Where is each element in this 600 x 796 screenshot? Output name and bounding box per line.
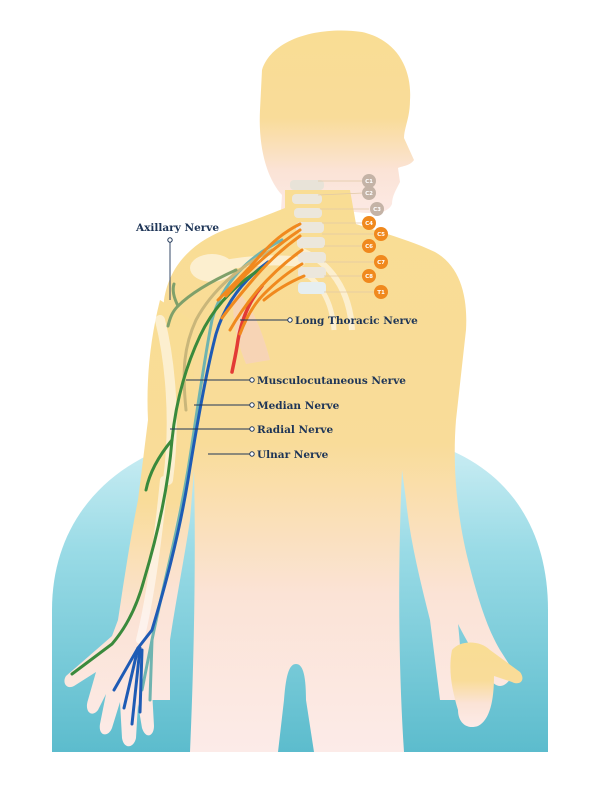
root-badge-c5: C5: [374, 227, 388, 241]
root-label-c3: C3: [373, 207, 381, 213]
long-thoracic-nerve: [230, 284, 264, 374]
label-axillary-nerve: Axillary Nerve: [135, 222, 219, 234]
root-label-c8: C8: [365, 274, 373, 280]
callout-lines: [169, 242, 288, 455]
root-badge-c1: C1: [362, 174, 376, 188]
radial-nerve: [70, 266, 264, 676]
axillary-nerve: [166, 268, 238, 328]
label-radial-nerve: Radial Nerve: [257, 424, 333, 436]
root-label-c7: C7: [377, 260, 385, 266]
root-badge-c8: C8: [362, 269, 376, 283]
root-label-c6: C6: [365, 244, 373, 250]
root-badge-c3: C3: [370, 202, 384, 216]
label-musculocutaneous-nerve: Musculocutaneous Nerve: [257, 375, 406, 387]
root-label-c1: C1: [365, 179, 373, 185]
root-badge-t1: T1: [374, 285, 388, 299]
spinal-root-badges: C1 C2 C3 C4 C5 C6 C7 C8: [362, 174, 388, 299]
label-median-nerve: Median Nerve: [257, 400, 340, 412]
body-silhouette: [64, 30, 523, 752]
label-ulnar-nerve: Ulnar Nerve: [257, 449, 329, 461]
root-label-t1: T1: [377, 290, 385, 296]
brachial-plexus-roots: [216, 222, 306, 336]
callout-dots: [167, 237, 293, 457]
root-badge-c7: C7: [374, 255, 388, 269]
root-label-c4: C4: [365, 221, 373, 227]
root-badge-c4: C4: [362, 216, 376, 230]
root-label-c2: C2: [365, 191, 373, 197]
cervical-spine: [290, 180, 326, 294]
root-badge-c2: C2: [362, 186, 376, 200]
median-nerve: [112, 260, 270, 726]
label-long-thoracic-nerve: Long Thoracic Nerve: [295, 315, 418, 327]
root-badge-c6: C6: [362, 239, 376, 253]
root-leader-lines: [317, 180, 375, 293]
root-label-c5: C5: [377, 232, 385, 238]
